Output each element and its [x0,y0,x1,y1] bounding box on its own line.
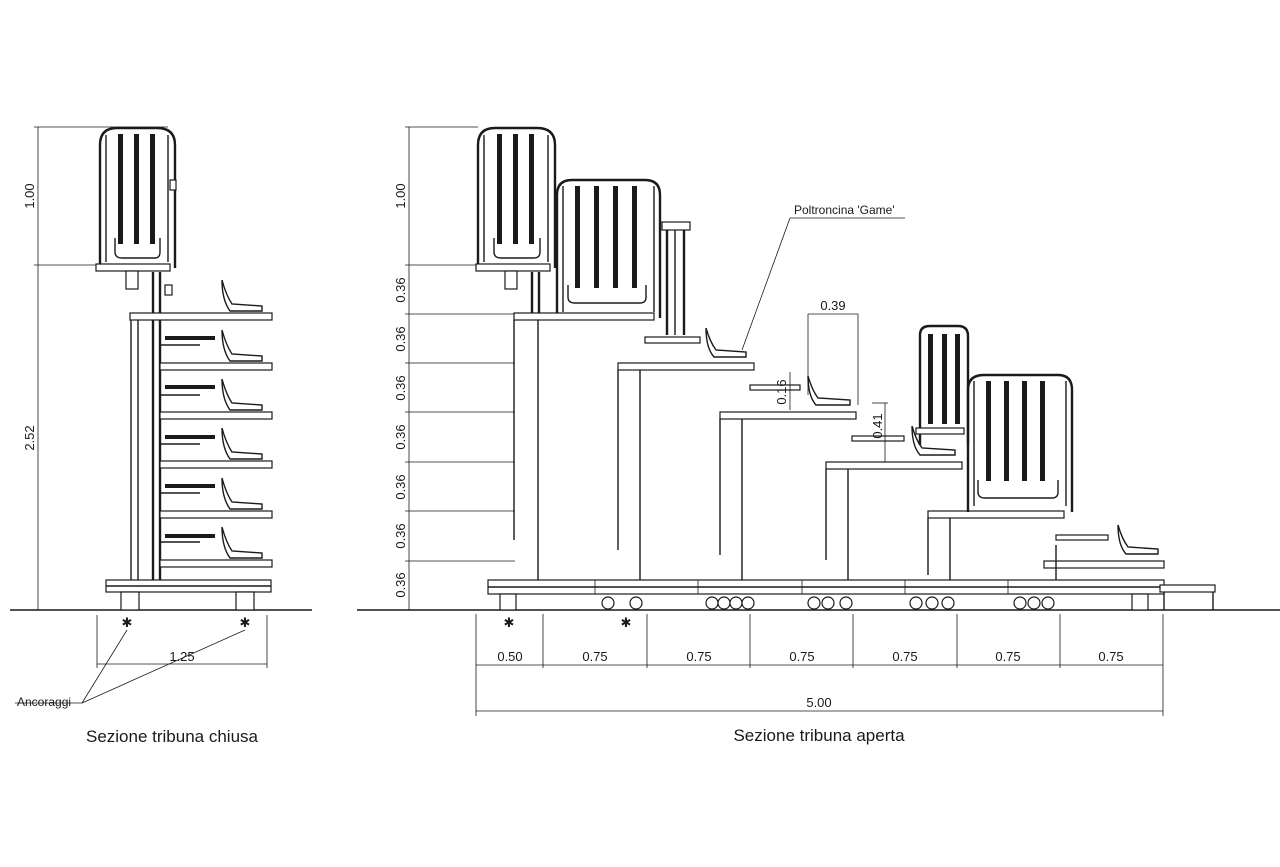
open-tiers [513,312,1165,582]
open-dim-width-3: 0.75 [686,649,711,664]
closed-section: 1.00 2.52 [15,126,273,746]
closed-tiers [129,279,273,568]
open-dim-total-width: 5.00 [806,695,831,710]
closed-dim-top-height: 1.00 [22,183,37,208]
open-dim-riser-1: 0.36 [393,277,408,302]
open-dim-width-2: 0.75 [582,649,607,664]
open-section: 1.00 0.36 0.36 0.36 0.36 0.36 0.36 0.36 [393,126,1216,745]
open-dim-top-height: 1.00 [393,183,408,208]
open-dim-seat-height: 0.41 [870,413,885,438]
closed-dim-main-height: 2.52 [22,425,37,450]
anchors-label: Ancoraggi [17,695,71,709]
anchor-icon: ✱ [240,615,251,630]
open-dim-riser-5: 0.36 [393,474,408,499]
open-dim-riser-4: 0.36 [393,424,408,449]
anchor-icon: ✱ [504,615,515,630]
open-dim-riser-7: 0.36 [393,572,408,597]
open-dim-width-1: 0.50 [497,649,522,664]
caption-closed: Sezione tribuna chiusa [86,727,259,746]
seat-label: Poltroncina 'Game' [794,203,895,217]
open-dim-riser-6: 0.36 [393,523,408,548]
closed-dim-base-width: 1.25 [169,649,194,664]
anchor-icon: ✱ [122,615,133,630]
open-dim-width-4: 0.75 [789,649,814,664]
open-dim-width-7: 0.75 [1098,649,1123,664]
open-dim-width-5: 0.75 [892,649,917,664]
open-dim-riser-2: 0.36 [393,326,408,351]
open-dim-tread-depth: 0.39 [820,298,845,313]
open-dim-riser-3: 0.36 [393,375,408,400]
caption-open: Sezione tribuna aperta [733,726,905,745]
open-dim-width-6: 0.75 [995,649,1020,664]
anchor-icon: ✱ [621,615,632,630]
wheels [601,596,1055,610]
open-dim-small-riser: 0.16 [774,379,789,404]
